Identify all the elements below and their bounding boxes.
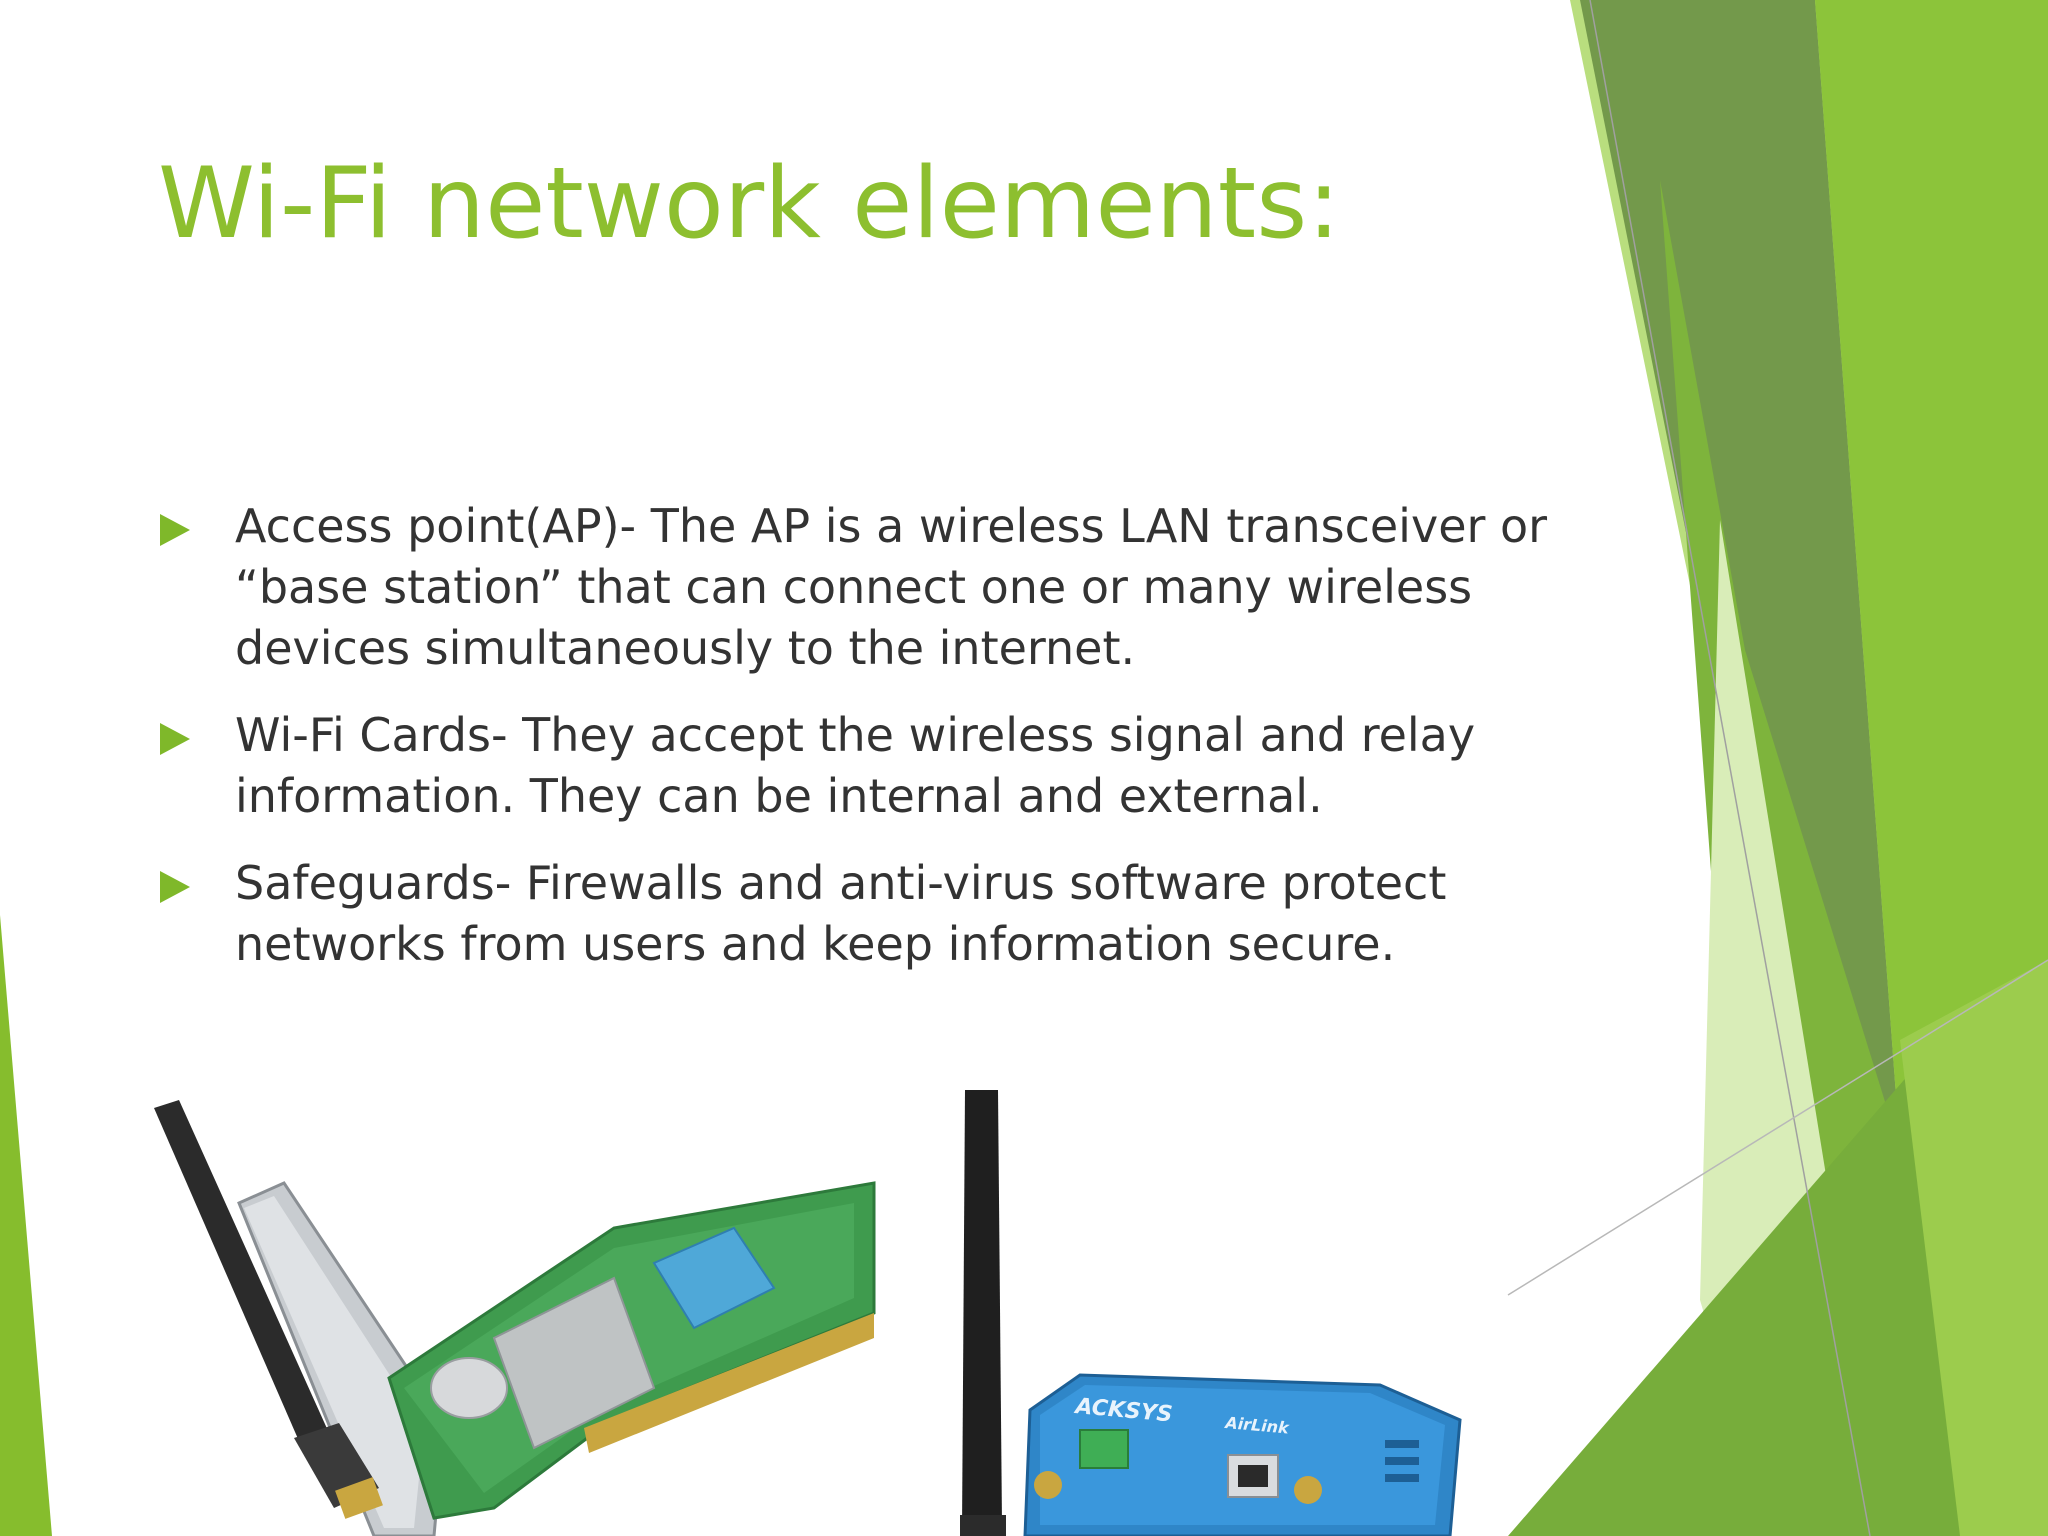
slide-title: Wi-Fi network elements: bbox=[158, 147, 1341, 261]
bottom-right-facet-2 bbox=[1900, 960, 2048, 1536]
bullet-text: Wi-Fi Cards- They accept the wireless si… bbox=[235, 708, 1476, 823]
triangle-bullet-icon bbox=[160, 514, 190, 546]
bullet-item: Access point(AP)- The AP is a wireless L… bbox=[160, 496, 1560, 679]
bullet-list: Access point(AP)- The AP is a wireless L… bbox=[160, 496, 1560, 1001]
bottom-thin-line bbox=[1507, 959, 2048, 1296]
bullet-item: Wi-Fi Cards- They accept the wireless si… bbox=[160, 705, 1560, 827]
access-point-image: ACKSYS AirLink bbox=[940, 1085, 1480, 1536]
bullet-text: Safeguards- Firewalls and anti-virus sof… bbox=[235, 856, 1447, 971]
access-point-icon: ACKSYS AirLink bbox=[940, 1085, 1480, 1536]
wifi-card-image bbox=[134, 1088, 894, 1536]
bullet-item: Safeguards- Firewalls and anti-virus sof… bbox=[160, 853, 1560, 975]
bottom-right-facet bbox=[1508, 1050, 2048, 1536]
triangle-bullet-icon bbox=[160, 723, 190, 755]
triangle-bullet-icon bbox=[160, 871, 190, 903]
right-facet-dark bbox=[1580, 0, 1900, 1150]
bullet-text: Access point(AP)- The AP is a wireless L… bbox=[235, 499, 1548, 675]
left-facet bbox=[0, 915, 52, 1536]
right-thin-line bbox=[1589, 0, 1871, 1536]
pci-wifi-card-icon bbox=[134, 1088, 894, 1536]
